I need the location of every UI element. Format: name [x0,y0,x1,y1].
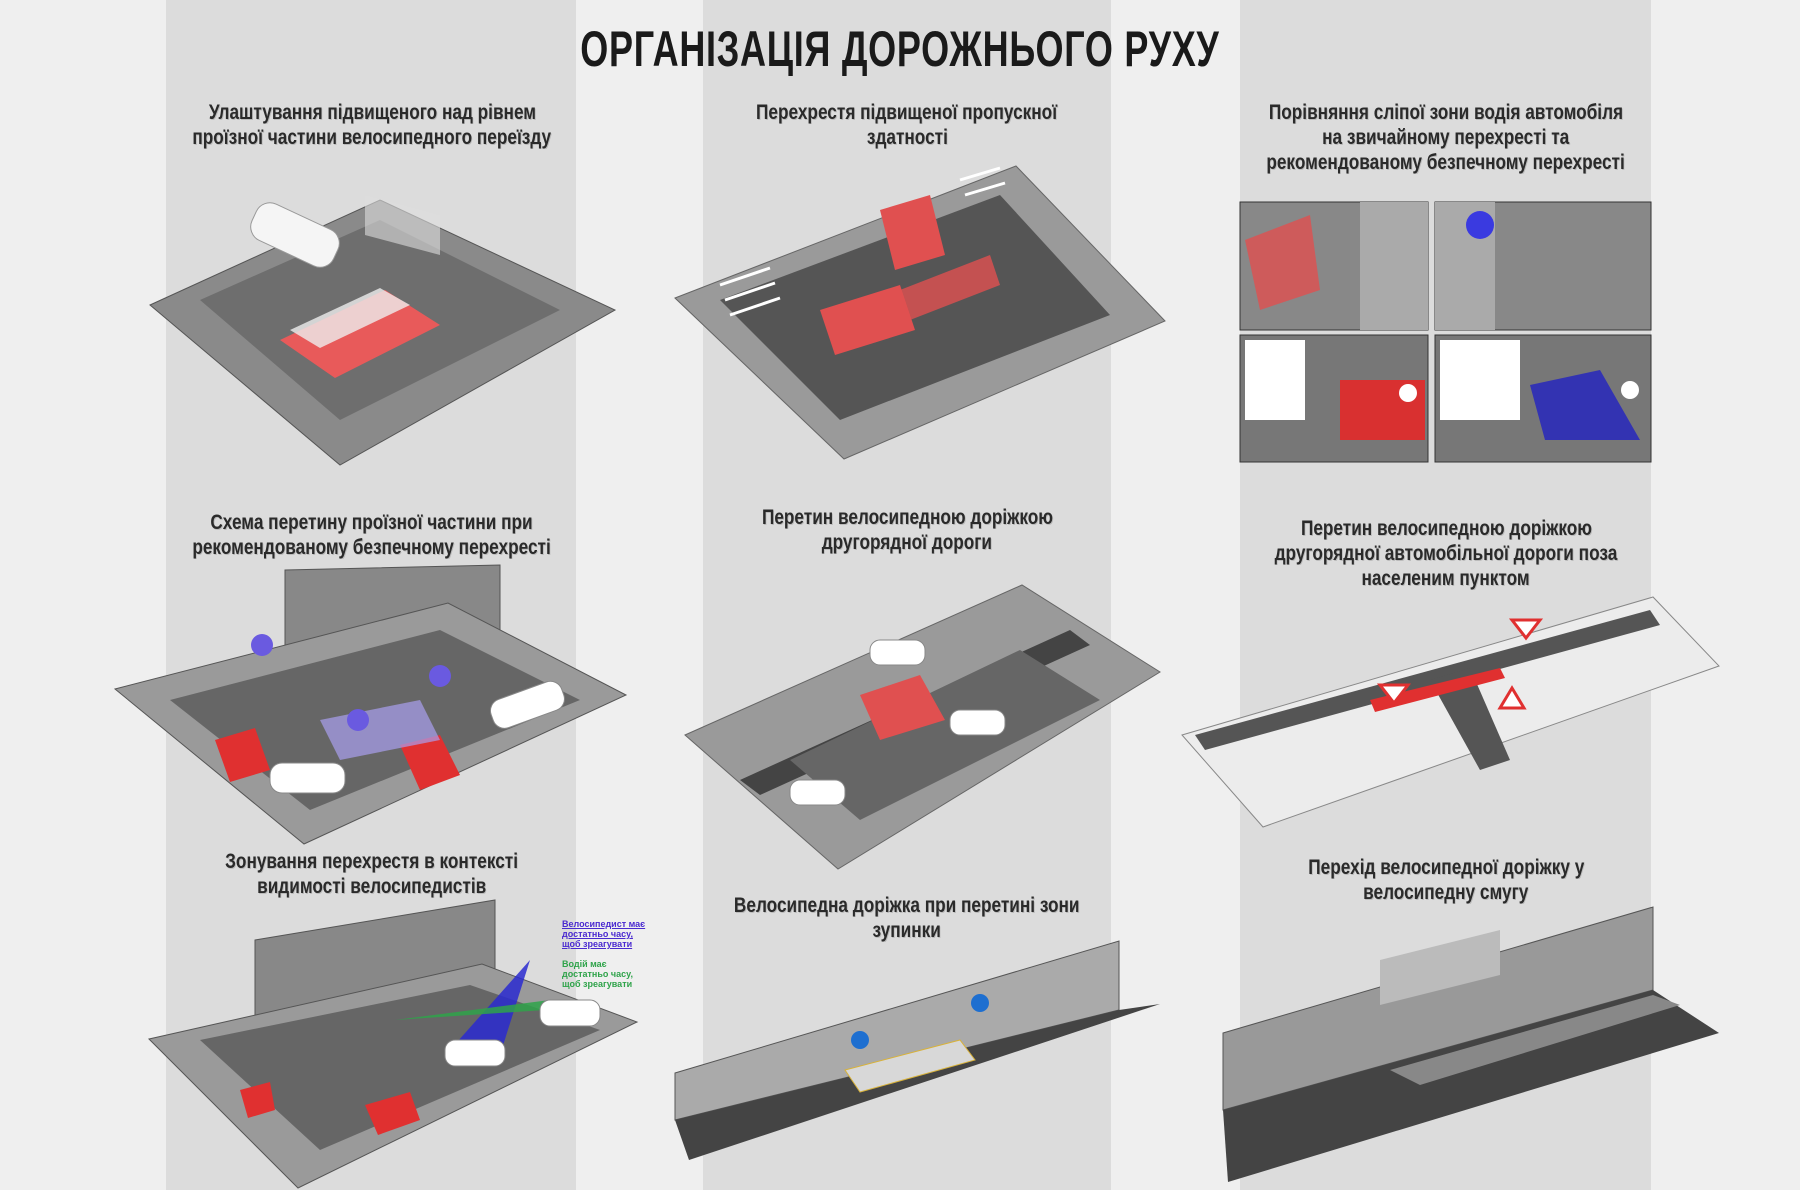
car [250,202,340,268]
red-crossing [280,290,440,378]
cyclist-reaction-note: Велосипедист має достатньо часу, щоб зре… [562,919,646,949]
warning-sign-icon [1497,685,1527,710]
bike-path-to-lane-diagram [1222,906,1719,1182]
secondary-road-crossing-diagram [684,584,1161,870]
yield-sign-icon [1508,618,1544,641]
raised-crossing-diagram [149,195,617,466]
blind-zone-comparison [1239,201,1652,463]
cyclist-visibility-zoning-diagram [148,899,639,1189]
yield-sign-icon [1376,683,1412,706]
driver-reaction-note: Водій має достатньо часу, щоб зреагувати [562,959,633,989]
bus-stop-crossing-diagram [674,940,1160,1160]
high-capacity-intersection-diagram [674,165,1166,460]
safe-intersection-crossing-diagram [113,564,628,845]
rural-road-crossing-diagram [1181,596,1720,828]
poster-title: ОРГАНІЗАЦІЯ ДОРОЖНЬОГО РУХУ [580,21,1220,77]
